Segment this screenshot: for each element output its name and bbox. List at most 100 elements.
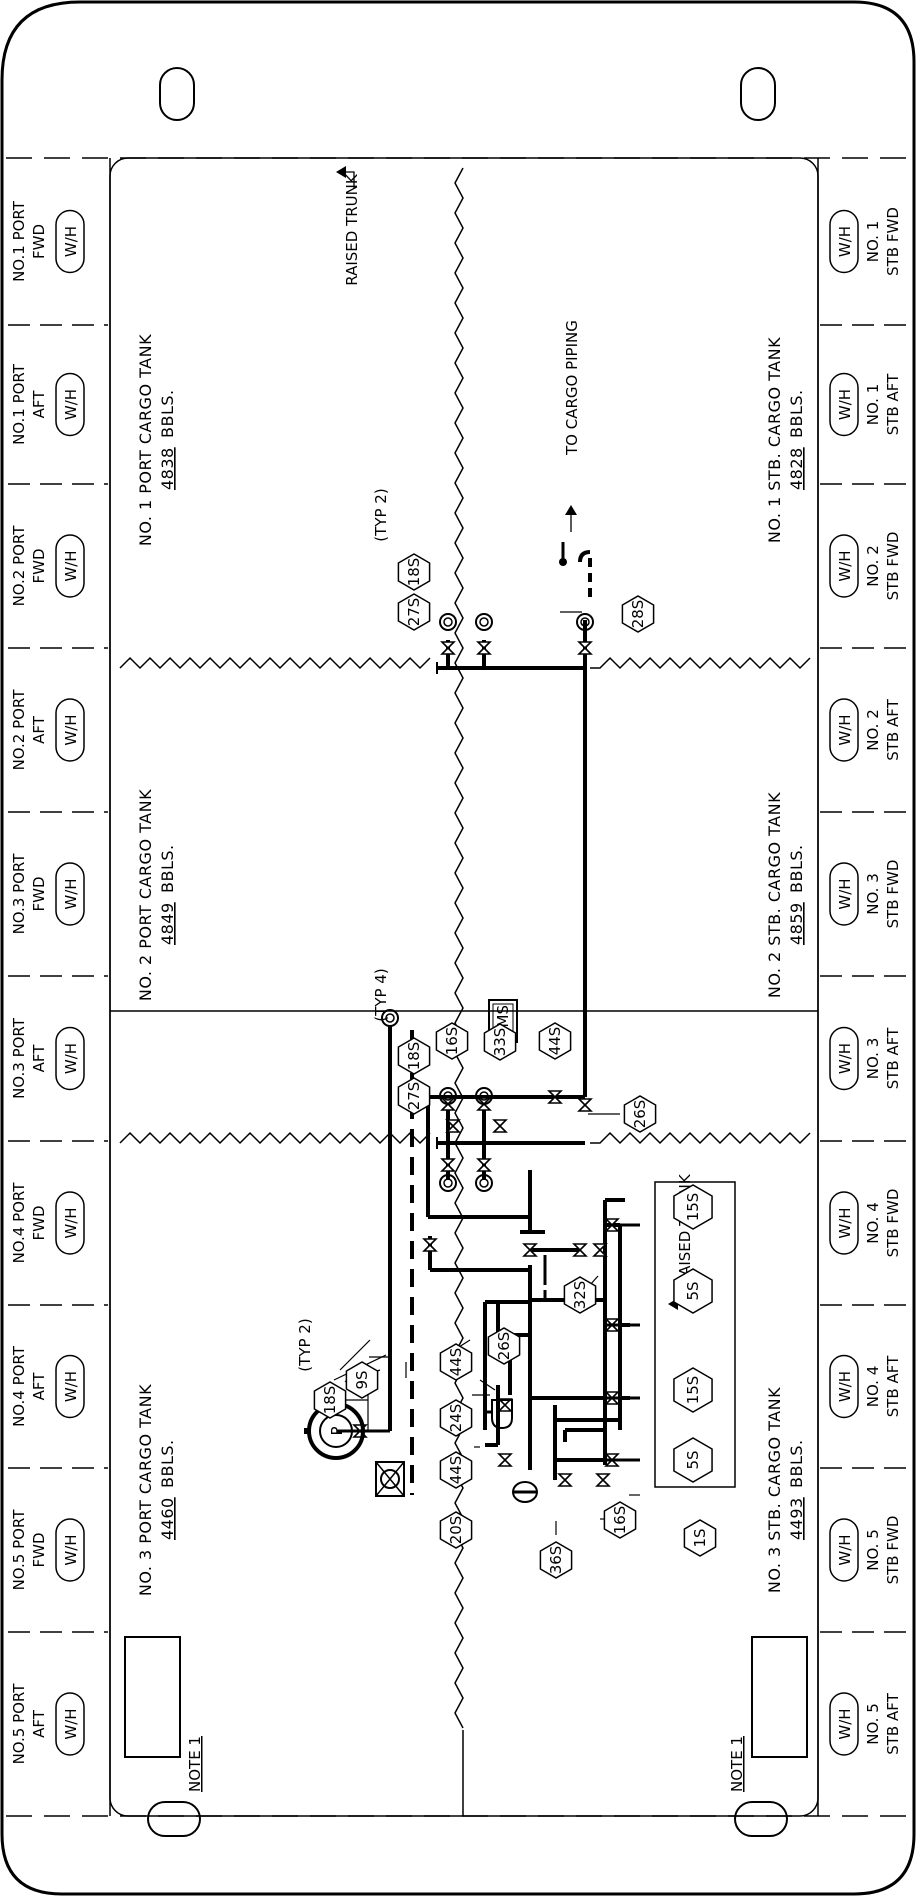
tag-t5s_b: 5S: [673, 1437, 713, 1483]
svg-text:W/H: W/H: [836, 1708, 854, 1739]
wh-oval: [829, 1692, 859, 1756]
raised-trunk-top-label: RAISED TRUNK: [336, 166, 361, 286]
svg-text:W/H: W/H: [62, 1043, 80, 1074]
svg-text:W/H: W/H: [62, 550, 80, 581]
typ4-label: (TYP 4): [372, 968, 390, 1021]
wh-oval: [55, 1026, 85, 1091]
wh-oval: [829, 209, 859, 274]
note-box-port: NOTE 1: [124, 1636, 204, 1792]
svg-text:NO. 3 PORT CARGO TANK: NO. 3 PORT CARGO TANK: [136, 1384, 155, 1596]
tag-t5s_a: 5S: [673, 1268, 713, 1314]
tag-t18s_a: 18S: [397, 553, 431, 591]
wh-oval: [55, 1692, 85, 1756]
svg-text:W/H: W/H: [62, 1207, 80, 1238]
svg-text:36S: 36S: [547, 1546, 565, 1575]
tag-t26s_b: 26S: [487, 1327, 521, 1365]
svg-text:STB AFT: STB AFT: [884, 373, 902, 435]
wh-oval: [55, 1354, 85, 1419]
tag-t44s_c: 44S: [439, 1451, 473, 1489]
sight-glass-symbol: [512, 1481, 538, 1503]
svg-text:P: P: [328, 1426, 346, 1435]
svg-text:W/H: W/H: [62, 1708, 80, 1739]
svg-text:STB AFT: STB AFT: [884, 1692, 902, 1754]
svg-text:W/H: W/H: [836, 389, 854, 420]
svg-text:NO. 2: NO. 2: [864, 545, 882, 587]
wh-oval: [829, 1191, 859, 1255]
trunk-branch-stubs: [605, 1223, 640, 1462]
svg-text:27S: 27S: [405, 598, 423, 627]
svg-text:28S: 28S: [629, 600, 647, 629]
svg-text:W/H: W/H: [62, 714, 80, 745]
tag-t36s: 36S: [539, 1541, 573, 1579]
svg-text:18S: 18S: [405, 558, 423, 587]
svg-text:STB FWD: STB FWD: [884, 1516, 902, 1585]
svg-text:STB AFT: STB AFT: [884, 1355, 902, 1417]
svg-text:NO.1 PORT: NO.1 PORT: [10, 363, 28, 445]
zigzag-centerline: [454, 167, 464, 1729]
tag-t16s_a: 16S: [435, 1022, 469, 1060]
strip-dividers: [8, 324, 910, 1633]
slot-hole-bottom-right: [734, 1801, 788, 1837]
wh-oval: [829, 1026, 859, 1091]
svg-text:NO.3 PORT: NO.3 PORT: [10, 853, 28, 935]
wh-oval: [829, 698, 859, 762]
tag-t44s_a: 44S: [538, 1022, 572, 1060]
svg-text:FWD: FWD: [30, 548, 48, 583]
tank-stb3-label: NO. 3 STB. CARGO TANK 4493 BBLS.: [765, 1387, 806, 1593]
svg-text:W/H: W/H: [836, 1371, 854, 1402]
svg-text:NO.2 PORT: NO.2 PORT: [10, 525, 28, 607]
svg-text:NO. 1 PORT CARGO TANK: NO. 1 PORT CARGO TANK: [136, 334, 155, 546]
svg-text:BBLS.: BBLS.: [158, 844, 177, 893]
svg-text:NO.5 PORT: NO.5 PORT: [10, 1683, 28, 1765]
tag-t16s_b: 16S: [603, 1501, 637, 1539]
svg-text:TO CARGO PIPING: TO CARGO PIPING: [563, 320, 581, 456]
svg-text:AFT: AFT: [30, 390, 48, 419]
tag-t18s_b: 18S: [397, 1037, 431, 1075]
svg-text:NO. 1: NO. 1: [864, 384, 882, 426]
svg-text:24S: 24S: [447, 1404, 465, 1433]
svg-text:NO.5 PORT: NO.5 PORT: [10, 1509, 28, 1591]
svg-text:STB FWD: STB FWD: [884, 532, 902, 601]
svg-text:NOTE 1: NOTE 1: [186, 1736, 204, 1792]
tag-t18s_c: 18S: [313, 1381, 347, 1419]
svg-text:W/H: W/H: [836, 1043, 854, 1074]
tank-stb1-label: NO. 1 STB. CARGO TANK 4828 BBLS.: [765, 337, 806, 543]
svg-text:NO. 5: NO. 5: [864, 1703, 882, 1745]
svg-text:NO. 5: NO. 5: [864, 1529, 882, 1571]
svg-text:5S: 5S: [684, 1450, 702, 1469]
svg-text:NO. 2 PORT CARGO TANK: NO. 2 PORT CARGO TANK: [136, 789, 155, 1001]
svg-text:FWD: FWD: [30, 1205, 48, 1240]
wh-oval: [55, 534, 85, 598]
zigzag-divider: [119, 1131, 811, 1145]
slot-hole-top-left: [159, 67, 195, 121]
filter-symbol: [484, 1399, 513, 1430]
svg-text:AFT: AFT: [30, 1372, 48, 1401]
slot-hole-bottom-left: [147, 1801, 201, 1837]
svg-text:W/H: W/H: [62, 389, 80, 420]
svg-text:15S: 15S: [684, 1376, 702, 1405]
wh-oval: [55, 372, 85, 437]
wh-oval: [55, 1191, 85, 1255]
svg-text:NOTE 1: NOTE 1: [728, 1736, 746, 1792]
svg-text:16S: 16S: [611, 1506, 629, 1535]
svg-text:NO.1 PORT: NO.1 PORT: [10, 200, 28, 282]
svg-text:26S: 26S: [631, 1100, 649, 1129]
strainer-symbol: [375, 1461, 405, 1497]
svg-text:NO.3 PORT: NO.3 PORT: [10, 1017, 28, 1099]
tag-t27s_b: 27S: [397, 1077, 431, 1115]
svg-text:26S: 26S: [495, 1332, 513, 1361]
svg-text:1S: 1S: [691, 1528, 709, 1547]
svg-text:4460: 4460: [158, 1497, 177, 1540]
wh-oval: [829, 862, 859, 926]
